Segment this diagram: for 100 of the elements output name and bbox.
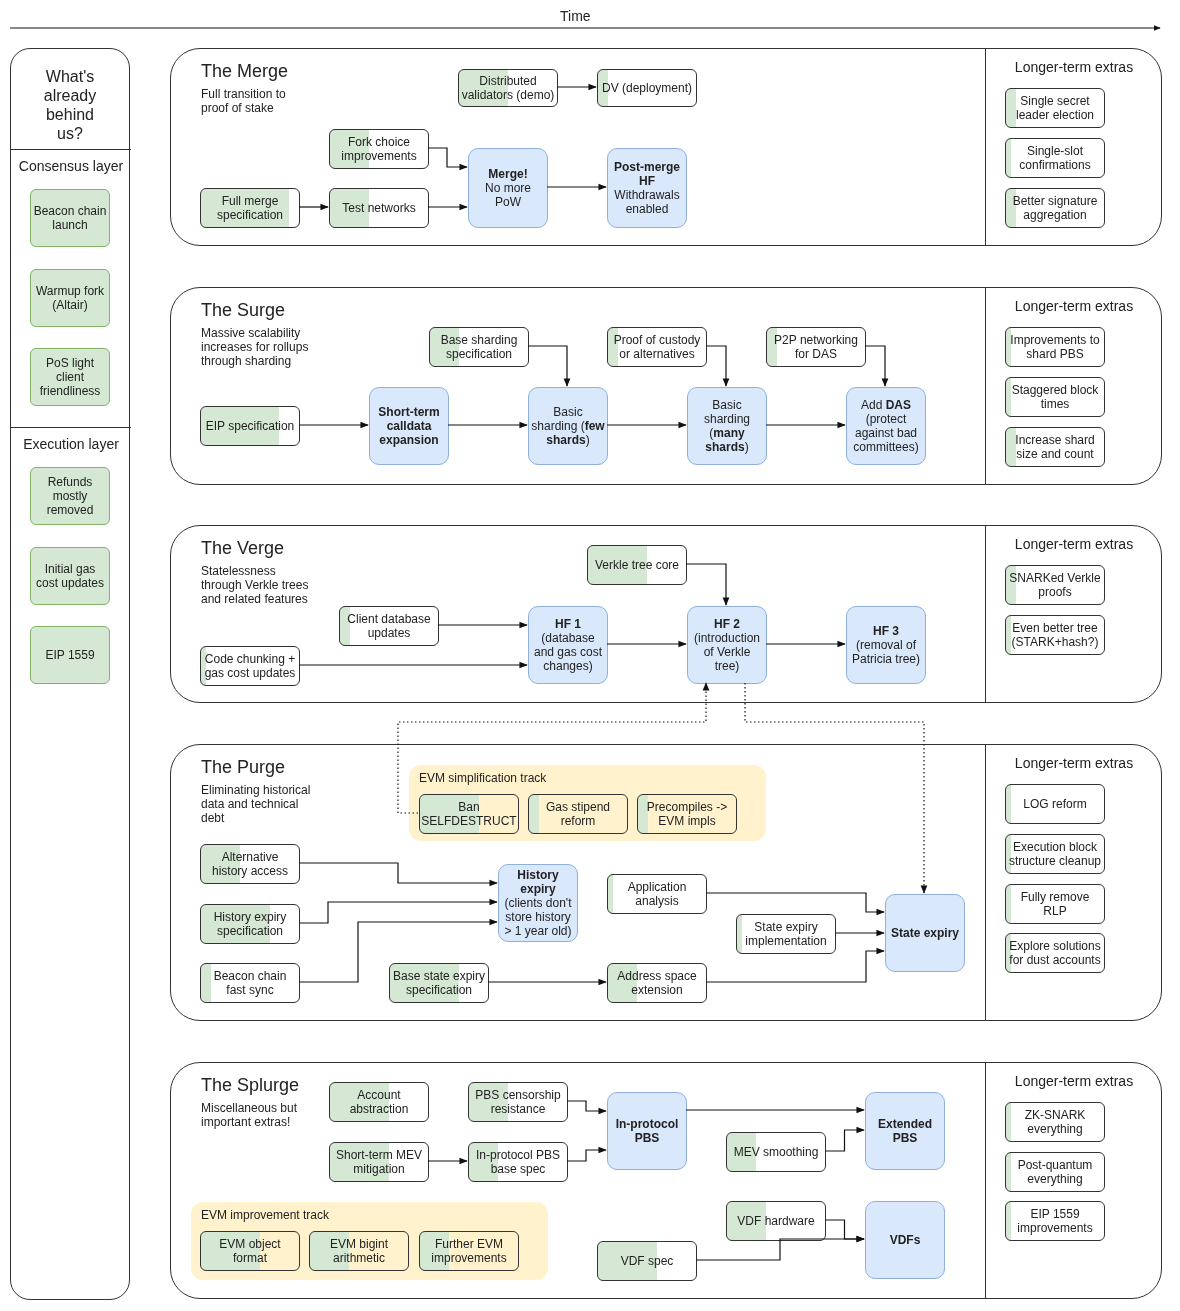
arrow bbox=[765, 421, 846, 429]
task-box bbox=[389, 963, 489, 1003]
task-box bbox=[200, 188, 300, 228]
task-box bbox=[200, 844, 300, 884]
task-box bbox=[1005, 427, 1105, 467]
task-label: Base state expiry specification bbox=[392, 969, 486, 997]
completed-task-box bbox=[30, 189, 110, 247]
task-label: Fully remove RLP bbox=[1019, 890, 1091, 918]
task-box bbox=[1005, 377, 1105, 417]
milestone-detail: (removal of Patricia tree) bbox=[851, 638, 921, 666]
task-label: Single-slot confirmations bbox=[1018, 144, 1092, 172]
task-box bbox=[200, 646, 300, 686]
section-subtitle: Eliminating historical data and technical debt bbox=[201, 783, 312, 825]
layer-title: Consensus layer bbox=[17, 158, 125, 174]
milestone-title: HF 3 bbox=[873, 624, 899, 638]
task-box bbox=[1005, 327, 1105, 367]
task-box bbox=[429, 327, 529, 367]
arrow bbox=[437, 621, 528, 629]
roadmap-section-panel bbox=[170, 525, 1162, 703]
task-box bbox=[200, 1231, 300, 1271]
task-label: Execution block structure cleanup bbox=[1008, 840, 1102, 868]
task-label: State expiry implementation bbox=[744, 920, 828, 948]
task-box bbox=[637, 794, 737, 834]
arrow bbox=[427, 1157, 468, 1165]
arrow bbox=[427, 147, 468, 171]
arrow bbox=[298, 918, 498, 983]
task-box bbox=[419, 794, 519, 834]
task-label: PBS censorship resistance bbox=[474, 1088, 562, 1116]
arrow bbox=[427, 203, 468, 211]
axis-label: Time bbox=[560, 8, 591, 24]
task-box bbox=[607, 874, 707, 914]
milestone-detail: (introduction of Verkle tree) bbox=[692, 631, 761, 673]
task-label: Base sharding specification bbox=[439, 333, 519, 361]
arrow bbox=[298, 203, 329, 211]
task-label: Single secret leader election bbox=[1014, 94, 1096, 122]
task-label: Code chunking + gas cost updates bbox=[203, 652, 297, 680]
task-box bbox=[597, 1241, 697, 1281]
task-label: MEV smoothing bbox=[733, 1145, 819, 1159]
milestone-box bbox=[846, 606, 926, 684]
completed-task-box bbox=[30, 348, 110, 406]
column-title: Longer-term extras bbox=[1013, 755, 1135, 771]
task-label: DV (deployment) bbox=[601, 81, 692, 95]
task-box bbox=[419, 1231, 519, 1271]
task-box bbox=[1005, 565, 1105, 605]
milestone-box bbox=[607, 148, 687, 228]
completed-task-box bbox=[30, 269, 110, 327]
arrow bbox=[606, 421, 687, 429]
arrow bbox=[447, 421, 528, 429]
section-subtitle: Massive scalability increases for rollups through sharding bbox=[201, 326, 310, 368]
task-box bbox=[587, 545, 687, 585]
layer-title: Execution layer bbox=[22, 436, 120, 452]
task-label: In-protocol PBS base spec bbox=[474, 1148, 561, 1176]
milestone-detail: (database and gas cost changes) bbox=[532, 631, 603, 673]
arrow bbox=[685, 1106, 865, 1114]
arrow bbox=[685, 563, 730, 606]
task-box bbox=[1005, 834, 1105, 874]
task-box bbox=[726, 1201, 826, 1241]
task-box bbox=[329, 1142, 429, 1182]
task-label: VDF spec bbox=[620, 1254, 674, 1268]
task-label: Alternative history access bbox=[211, 850, 289, 878]
arrow bbox=[566, 1146, 607, 1162]
task-label: Beacon chain launch bbox=[33, 204, 107, 232]
arrow bbox=[824, 1126, 865, 1152]
arrow bbox=[546, 183, 607, 191]
milestone-title: VDFs bbox=[889, 1233, 921, 1247]
section-subtitle: Miscellaneous but important extras! bbox=[201, 1101, 299, 1129]
task-label: Increase shard size and count bbox=[1014, 433, 1096, 461]
task-label: Application analysis bbox=[626, 880, 688, 908]
task-label: P2P networking for DAS bbox=[773, 333, 859, 361]
arrow bbox=[864, 345, 889, 387]
completed-task-box bbox=[30, 626, 110, 684]
roadmap-section-panel bbox=[170, 48, 1162, 246]
task-label: Address space extension bbox=[616, 969, 698, 997]
task-box bbox=[1005, 933, 1105, 973]
task-box bbox=[528, 794, 628, 834]
completed-task-box bbox=[30, 467, 110, 525]
milestone-box bbox=[885, 894, 965, 972]
task-label: LOG reform bbox=[1023, 797, 1087, 811]
task-label: Ban SELFDESTRUCT bbox=[421, 800, 517, 828]
track-title: EVM simplification track bbox=[419, 771, 547, 785]
track-group bbox=[191, 1202, 548, 1280]
task-box bbox=[309, 1231, 409, 1271]
arrow bbox=[705, 947, 885, 983]
task-label: Staggered block times bbox=[1010, 383, 1100, 411]
task-label: EIP 1559 bbox=[45, 648, 95, 662]
column-title: Longer-term extras bbox=[1013, 1073, 1135, 1089]
arrow bbox=[298, 661, 528, 669]
section-subtitle: Full transition to proof of stake bbox=[201, 87, 287, 115]
section-subtitle: Statelessness through Verkle trees and related features bbox=[201, 564, 310, 606]
task-label: EVM object format bbox=[218, 1237, 282, 1265]
milestone-title: In-protocol PBS bbox=[614, 1117, 680, 1145]
task-box bbox=[200, 904, 300, 944]
arrow bbox=[298, 421, 369, 429]
task-label: Distributed validators (demo) bbox=[461, 74, 555, 102]
task-label: Proof of custody or alternatives bbox=[612, 333, 702, 361]
task-box bbox=[1005, 1152, 1105, 1192]
task-label: Account abstraction bbox=[348, 1088, 410, 1116]
task-box bbox=[1005, 88, 1105, 128]
milestone-box bbox=[369, 387, 449, 465]
section-title: The Purge bbox=[201, 757, 286, 778]
